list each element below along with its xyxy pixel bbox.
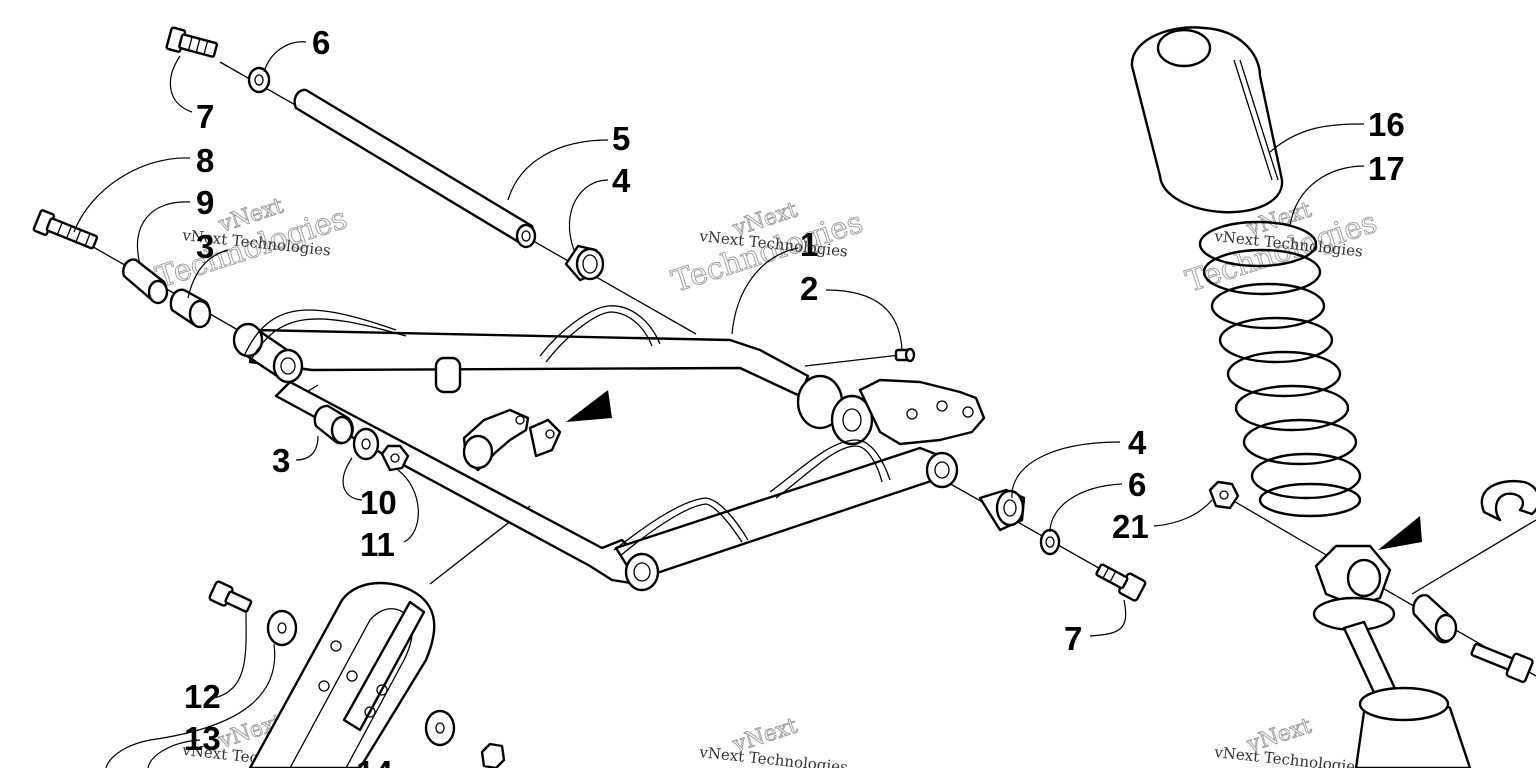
lock-washer-top — [247, 66, 271, 94]
bushing-left-upper — [169, 288, 212, 329]
callout-3-upper: 3 — [196, 228, 214, 265]
shock-boot — [1130, 26, 1284, 214]
nut-shock — [1208, 480, 1240, 510]
callout-4-top: 4 — [612, 162, 631, 199]
callout-3-lower: 3 — [272, 442, 290, 479]
coil-spring — [1198, 220, 1362, 518]
callout-10: 10 — [360, 484, 397, 521]
bolt-right — [1095, 563, 1147, 602]
retaining-clip — [1480, 479, 1536, 522]
callout-8: 8 — [196, 142, 214, 179]
bolt-shock — [1470, 642, 1534, 683]
callout-numbers: 6 7 8 9 3 5 4 1 2 3 10 11 12 13 14 4 6 2… — [184, 24, 1405, 768]
grease-fitting — [894, 347, 916, 363]
watermark-left: vNext Technologies vNext Technologies — [151, 193, 352, 296]
watermark-center: vNext Technologies vNext Technologies — [667, 197, 868, 300]
callout-7-top: 7 — [196, 98, 214, 135]
bolt-top — [165, 26, 219, 58]
bushing-right — [978, 488, 1026, 532]
callout-21: 21 — [1112, 508, 1149, 545]
nut-left — [380, 444, 410, 472]
leader-lines — [73, 41, 1365, 768]
svg-text:vNext Technologies: vNext Technologies — [1213, 743, 1364, 768]
bushing-left-lower — [313, 404, 354, 445]
washer-left — [352, 427, 380, 461]
watermark-bottom-right: vNext vNext Technologies — [1213, 713, 1364, 768]
direction-arrow-right — [1378, 516, 1422, 550]
callout-5: 5 — [612, 120, 630, 157]
washer-strap-lower — [424, 709, 456, 747]
bolt-strap — [208, 580, 253, 613]
callout-1: 1 — [800, 226, 818, 263]
watermark-bottom-center: vNext vNext Technologies — [698, 713, 849, 768]
callout-14: 14 — [356, 754, 393, 768]
lock-washer-right — [1039, 528, 1061, 556]
shock-absorber — [1312, 544, 1472, 768]
callout-12: 12 — [184, 678, 221, 715]
callout-6-top: 6 — [312, 24, 330, 61]
nut-strap — [480, 742, 506, 768]
callout-13: 13 — [184, 720, 221, 757]
callout-17: 17 — [1368, 150, 1405, 187]
svg-text:vNext Technologies: vNext Technologies — [698, 743, 849, 768]
bolt-left — [32, 209, 99, 250]
pivot-shaft — [293, 88, 537, 249]
bushing-top — [564, 244, 605, 282]
callout-2: 2 — [800, 270, 818, 307]
main-a-arm — [232, 305, 986, 592]
direction-arrow-left — [566, 390, 612, 422]
spacer-right — [1412, 594, 1458, 644]
callout-9: 9 — [196, 184, 214, 221]
callout-4-right: 4 — [1128, 424, 1147, 461]
callout-6-right: 6 — [1128, 466, 1146, 503]
callout-16: 16 — [1368, 106, 1405, 143]
spacer-left — [122, 258, 169, 305]
callout-11: 11 — [360, 526, 395, 563]
limiter-strap — [248, 581, 436, 768]
callout-7-right: 7 — [1064, 620, 1082, 657]
washer-strap-upper — [266, 609, 298, 647]
